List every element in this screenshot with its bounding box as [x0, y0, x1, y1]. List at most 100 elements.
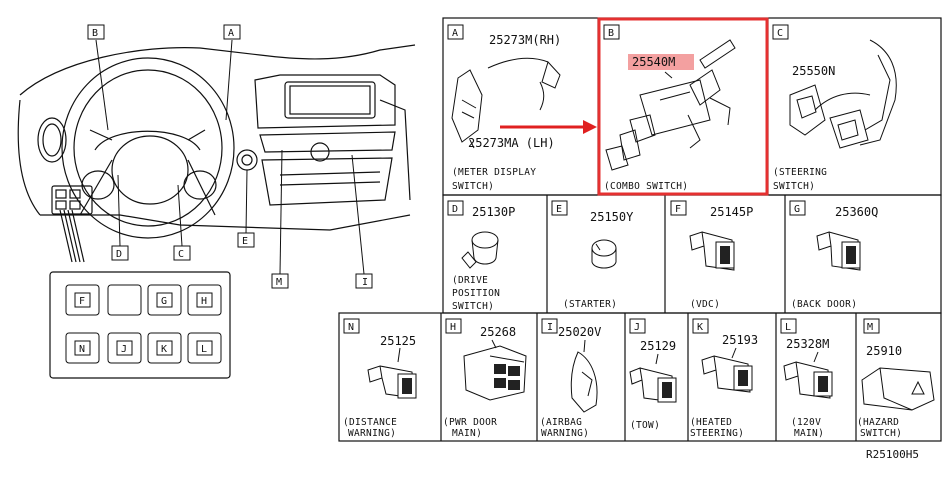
panel-K: K 25193 (HEATED STEERING) [690, 318, 758, 439]
part-number-25268: 25268 [480, 325, 516, 339]
svg-text:M: M [276, 277, 282, 288]
panel-A: A 25273M(RH) 25273MA (LH) (METER DISPLAY… [447, 24, 561, 192]
panel-L: L 25328M (120V MAIN) [780, 318, 833, 439]
grid-tag-G: G [161, 296, 167, 307]
dashboard-overview [17, 44, 416, 263]
part-number-25550N: 25550N [792, 64, 835, 78]
svg-text:MAIN): MAIN) [794, 428, 824, 439]
panel-tag: F [675, 204, 681, 215]
svg-text:WARNING): WARNING) [348, 428, 396, 439]
svg-text:(COMBO SWITCH): (COMBO SWITCH) [604, 181, 688, 192]
svg-text:(BACK DOOR): (BACK DOOR) [791, 299, 857, 310]
part-number-25273MA: 25273MA (LH) [468, 136, 555, 150]
svg-text:(DRIVE: (DRIVE [452, 275, 488, 286]
panel-tag: L [785, 322, 791, 333]
panel-F: F 25145P (VDC) [670, 200, 753, 310]
part-number-25328M: 25328M [786, 337, 829, 351]
panel-D: D 25130P (DRIVE POSITION SWITCH) [447, 200, 515, 312]
svg-text:SWITCH): SWITCH) [773, 181, 815, 192]
grid-tag-N: N [79, 344, 85, 355]
callout-C: C [173, 245, 191, 261]
svg-text:SWITCH): SWITCH) [452, 301, 494, 312]
svg-text:(VDC): (VDC) [690, 299, 720, 310]
panel-H: H 25268 (PWR DOOR MAIN) [443, 318, 527, 439]
panel-G: G 25360Q (BACK DOOR) [789, 200, 878, 310]
svg-text:(120V: (120V [791, 417, 821, 428]
back-door-switch-drawing [816, 231, 861, 271]
part-number-25145P: 25145P [710, 205, 753, 219]
svg-text:(PWR DOOR: (PWR DOOR [443, 417, 497, 428]
svg-text:SWITCH): SWITCH) [452, 181, 494, 192]
svg-text:(TOW): (TOW) [630, 420, 660, 431]
panel-tag: K [697, 322, 703, 333]
part-number-25540M: 25540M [632, 55, 675, 69]
part-number-25910: 25910 [866, 344, 902, 358]
distance-warning-switch-drawing [367, 347, 417, 399]
svg-text:B: B [92, 28, 98, 39]
svg-text:(STEERING: (STEERING [773, 167, 827, 178]
svg-text:C: C [178, 249, 184, 260]
panel-tag: H [450, 322, 456, 333]
svg-text:POSITION: POSITION [452, 288, 500, 299]
drive-position-switch-drawing [461, 231, 499, 269]
panel-tag: A [452, 28, 458, 39]
part-number-25129: 25129 [640, 339, 676, 353]
callout-leaders [95, 39, 365, 275]
panel-tag: D [452, 204, 458, 215]
panel-tag: E [556, 204, 562, 215]
part-number-25130P: 25130P [472, 205, 515, 219]
svg-text:(STARTER): (STARTER) [563, 299, 617, 310]
svg-text:A: A [228, 28, 234, 39]
panel-C: C 25550N (STEERING SWITCH) [772, 24, 897, 192]
svg-text:(HAZARD: (HAZARD [857, 417, 899, 428]
grid-tag-H: H [201, 296, 207, 307]
panel-tag: M [867, 322, 873, 333]
svg-text:(HEATED: (HEATED [690, 417, 732, 428]
callout-D: D [111, 245, 129, 261]
callout-E: E [237, 232, 255, 248]
panel-tag: I [547, 322, 553, 333]
120v-main-switch-drawing [783, 351, 833, 399]
hazard-switch-drawing [861, 367, 935, 411]
panel-N: N 25125 (DISTANCE WARNING) [343, 318, 417, 439]
part-number-25193: 25193 [722, 333, 758, 347]
svg-text:I: I [362, 277, 368, 288]
vdc-switch-drawing [689, 231, 735, 271]
part-number-25150Y: 25150Y [590, 210, 634, 224]
grid-tag-L: L [201, 344, 207, 355]
svg-text:(AIRBAG: (AIRBAG [540, 417, 582, 428]
meter-display-switch-drawing [451, 57, 561, 149]
panel-I: I 25020V (AIRBAG WARNING) [540, 318, 601, 439]
airbag-warning-indicator-drawing [570, 339, 598, 413]
callout-B: B [87, 24, 105, 40]
part-number-25020V: 25020V [558, 325, 601, 339]
diagram-code: R25100H5 [866, 448, 919, 461]
starter-switch-drawing [591, 239, 617, 269]
grid-tag-K: K [161, 344, 167, 355]
part-number-25125: 25125 [380, 334, 416, 348]
combo-switch-drawing [605, 39, 736, 171]
panel-tag: G [794, 204, 800, 215]
part-number-25360Q: 25360Q [835, 205, 878, 219]
callout-A: A [223, 24, 241, 40]
callout-M: M [271, 273, 289, 289]
panel-M: M 25910 (HAZARD SWITCH) [857, 318, 935, 439]
svg-text:MAIN): MAIN) [452, 428, 482, 439]
callout-I: I [355, 273, 373, 289]
panel-tag: N [348, 322, 354, 333]
switch-grid: F G H N J K L [49, 271, 231, 379]
grid-tag-J: J [121, 344, 127, 355]
svg-text:(DISTANCE: (DISTANCE [343, 417, 397, 428]
svg-text:E: E [242, 236, 248, 247]
arrow-icon [500, 120, 597, 134]
panel-tag: J [634, 322, 640, 333]
steering-switch-drawing [789, 39, 897, 149]
svg-text:STEERING): STEERING) [690, 428, 744, 439]
svg-text:WARNING): WARNING) [541, 428, 589, 439]
svg-text:SWITCH): SWITCH) [860, 428, 902, 439]
panel-tag: B [608, 28, 614, 39]
panel-B: B 25540M (COMBO SWITCH) [597, 17, 769, 196]
power-door-main-switch-drawing [463, 339, 527, 401]
part-number-25273M: 25273M(RH) [489, 33, 561, 47]
